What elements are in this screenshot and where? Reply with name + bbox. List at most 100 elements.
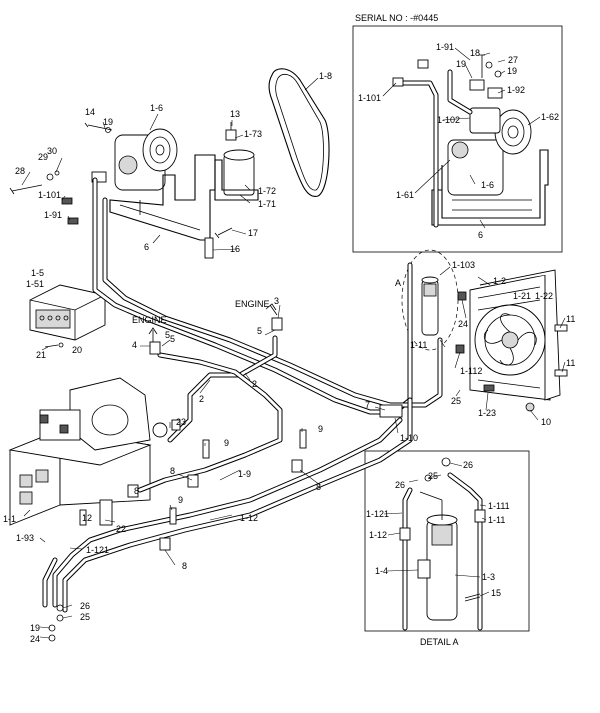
callout-label: 10 <box>541 417 551 427</box>
compressor-clutch <box>142 128 178 172</box>
callout-label: 1-121 <box>366 509 389 519</box>
callout-label: 2 <box>199 394 204 404</box>
callout-label: 1-3 <box>482 572 495 582</box>
callout-label: 1-121 <box>86 545 109 555</box>
screw-21 <box>44 344 59 348</box>
hose-routing <box>42 177 443 613</box>
callout-label: 1-93 <box>16 533 34 543</box>
callout-label: 9 <box>224 438 229 448</box>
inset-fitting-1-92 <box>487 87 503 99</box>
callout-label: 26 <box>463 460 473 470</box>
callout-label: 24 <box>30 634 40 644</box>
callout-label: 1-111 <box>488 501 510 511</box>
engine-label-right: ENGINE <box>235 299 270 309</box>
callout-label: 1-12 <box>369 530 387 540</box>
detail-bracket-1-4 <box>417 559 431 579</box>
callout-label: 5 <box>257 326 262 336</box>
callout-label: 19 <box>30 623 40 633</box>
fitting-upper <box>91 171 107 183</box>
callout-label: 1-73 <box>244 129 262 139</box>
fitting-24 <box>457 291 467 301</box>
callout-label: 1-11 <box>410 340 427 350</box>
detail-marker: A <box>395 278 401 288</box>
detail-oring-25 <box>424 474 432 482</box>
callout-label: 23 <box>176 417 186 427</box>
detail-clamp-1-11 <box>474 509 486 523</box>
callout-label: 1-6 <box>481 180 494 190</box>
callout-label: 1-12 <box>240 513 258 523</box>
washer-30 <box>54 170 60 176</box>
callout-label: 25 <box>451 396 461 406</box>
detail-drier-cap <box>431 524 453 546</box>
detail-a-circle <box>401 249 459 351</box>
callout-label: 1-102 <box>437 115 460 125</box>
serial-label: SERIAL NO : -#0445 <box>355 13 438 23</box>
callout-label: 19 <box>507 66 517 76</box>
callout-label: 15 <box>491 588 501 598</box>
condenser-assembly <box>455 269 568 412</box>
control-panel-face <box>35 309 71 329</box>
callout-label: 9 <box>318 424 323 434</box>
callout-label: 30 <box>47 146 57 156</box>
callout-label: 21 <box>36 350 46 360</box>
inset-bolt-18 <box>479 54 485 78</box>
clamp-8a <box>187 474 199 488</box>
inset-compressor-head <box>469 107 501 134</box>
callout-label: 8 <box>134 486 139 496</box>
callout-label: 1-91 <box>44 210 62 220</box>
inset-fitting-upper <box>469 79 485 91</box>
valve-23 <box>171 419 181 431</box>
drain-12 <box>79 509 87 526</box>
washer-29 <box>46 173 54 181</box>
inset-bracket <box>431 149 549 226</box>
inset-bracket-ribs <box>452 199 532 211</box>
callout-label: 2 <box>252 379 257 389</box>
washer-20 <box>58 342 64 348</box>
callout-label: 26 <box>80 601 90 611</box>
callout-label: 4 <box>132 340 137 350</box>
callout-label: 1-23 <box>478 408 496 418</box>
callout-label: 1-11 <box>488 515 505 525</box>
receiver-drier-main: A <box>395 249 459 351</box>
compressor-assembly <box>9 122 233 259</box>
leader-lines <box>21 47 566 639</box>
callout-label: 17 <box>248 228 258 238</box>
detail-a-frame <box>364 450 530 632</box>
callout-label: 6 <box>478 230 483 240</box>
engine-arrow-right <box>265 303 278 316</box>
bolt-28 <box>9 184 43 195</box>
callout-label: 1-21 <box>513 291 531 301</box>
receiver-1-72 <box>223 154 255 196</box>
receiver-bracket-1-71 <box>214 159 259 201</box>
fitting-1-23 <box>483 384 495 392</box>
bolt-9b <box>299 429 307 449</box>
callout-label: 1-9 <box>238 469 251 479</box>
inset-compressor-boss <box>451 141 469 159</box>
callout-label: 7 <box>365 400 370 410</box>
callout-label: 25 <box>80 612 90 622</box>
hose-1-10 <box>102 197 443 408</box>
callout-label: 5 <box>165 330 170 340</box>
inset-fitting-1-91 <box>417 59 429 69</box>
callout-labels: 1-8 14 19 1-6 13 1-73 29 30 28 1-101 1-9… <box>3 42 575 644</box>
callout-label: 1-61 <box>396 190 414 200</box>
clamp-8b <box>291 459 303 473</box>
fitting-1-112 <box>455 344 465 354</box>
callout-label: 28 <box>15 166 25 176</box>
callout-label: 1-1 <box>3 514 16 524</box>
callout-label: 6 <box>144 242 149 252</box>
callout-label: 1-112 <box>460 366 482 376</box>
callout-label: 8 <box>170 466 175 476</box>
oring-26 <box>56 604 64 612</box>
drive-belt-1-8 <box>268 68 330 197</box>
detail-a-inset: DETAIL A <box>364 450 530 647</box>
fitting-1-91 <box>67 217 79 225</box>
callout-label: 22 <box>116 524 126 534</box>
detail-oring-26 <box>441 457 451 467</box>
callout-label: 1-92 <box>507 85 525 95</box>
oring-25 <box>56 614 64 622</box>
callout-label: 3 <box>274 296 279 306</box>
callout-label: 16 <box>230 244 240 254</box>
hvac-motor <box>152 422 168 438</box>
